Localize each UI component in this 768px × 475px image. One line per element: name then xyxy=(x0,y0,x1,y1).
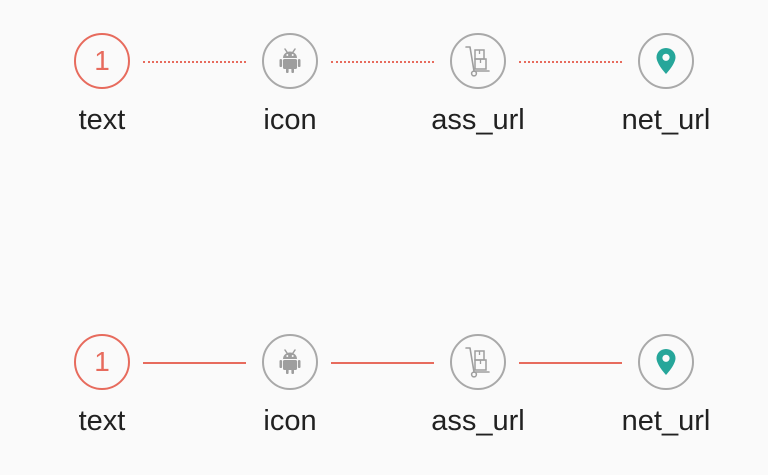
stepper-solid: 1 text icon xyxy=(0,334,768,444)
step-label: ass_url xyxy=(431,405,525,437)
step-label: text xyxy=(78,405,126,437)
step-connector xyxy=(331,362,434,364)
step-circle[interactable] xyxy=(262,33,318,89)
step-connector xyxy=(519,61,622,63)
step-icon[interactable]: icon xyxy=(220,33,360,138)
android-icon xyxy=(278,48,302,74)
step-number-circle[interactable]: 1 xyxy=(74,33,130,89)
step-connector xyxy=(143,362,246,364)
step-connector xyxy=(519,362,622,364)
step-connector xyxy=(331,61,434,63)
step-text[interactable]: 1 text xyxy=(32,334,172,439)
step-number: 1 xyxy=(94,45,110,76)
step-number-circle[interactable]: 1 xyxy=(74,334,130,390)
step-connector xyxy=(143,61,246,63)
step-ass-url[interactable]: ass_url xyxy=(408,334,548,439)
step-circle[interactable] xyxy=(450,33,506,89)
hand-truck-icon xyxy=(463,44,493,78)
step-label: net_url xyxy=(621,104,711,136)
stepper-dotted: 1 text icon xyxy=(0,33,768,143)
step-icon[interactable]: icon xyxy=(220,334,360,439)
step-ass-url[interactable]: ass_url xyxy=(408,33,548,138)
step-label: net_url xyxy=(621,405,711,437)
location-pin-icon xyxy=(655,348,677,376)
step-label: icon xyxy=(263,104,317,136)
step-circle[interactable] xyxy=(638,334,694,390)
step-text[interactable]: 1 text xyxy=(32,33,172,138)
step-label: text xyxy=(78,104,126,136)
hand-truck-icon xyxy=(463,345,493,379)
location-pin-icon xyxy=(655,47,677,75)
android-icon xyxy=(278,349,302,375)
step-net-url[interactable]: net_url xyxy=(596,334,736,439)
step-label: ass_url xyxy=(431,104,525,136)
step-circle[interactable] xyxy=(638,33,694,89)
step-label: icon xyxy=(263,405,317,437)
step-net-url[interactable]: net_url xyxy=(596,33,736,138)
step-circle[interactable] xyxy=(450,334,506,390)
step-circle[interactable] xyxy=(262,334,318,390)
step-number: 1 xyxy=(94,346,110,377)
